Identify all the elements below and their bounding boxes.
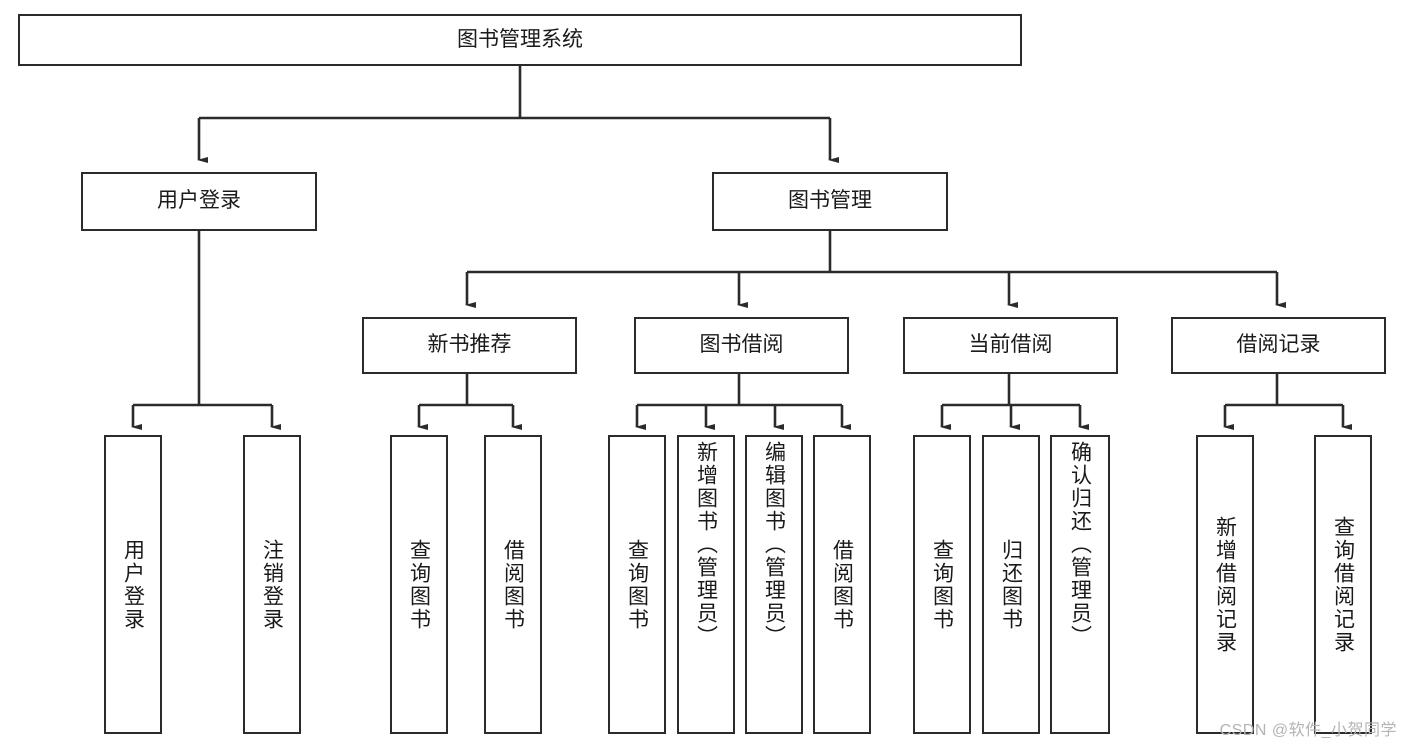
node-book-management-label: 图书管理 xyxy=(788,189,872,213)
node-current-borrow-label: 当前借阅 xyxy=(968,333,1053,357)
leaf-borrow-book-1-label: 借阅图书 xyxy=(501,538,525,631)
node-user-login[interactable]: 用户登录 xyxy=(81,172,317,231)
leaf-query-book-2-label: 查询图书 xyxy=(625,538,649,631)
leaf-query-book-3-label: 查询图书 xyxy=(930,538,954,631)
node-user-login-label: 用户登录 xyxy=(157,189,241,213)
node-current-borrow[interactable]: 当前借阅 xyxy=(903,317,1118,374)
node-borrow-record-label: 借阅记录 xyxy=(1236,333,1321,357)
node-book-management[interactable]: 图书管理 xyxy=(712,172,948,231)
leaf-user-login-label: 用户登录 xyxy=(121,538,145,631)
leaf-return-book[interactable]: 归还图书 xyxy=(982,435,1040,734)
leaf-query-record[interactable]: 查询借阅记录 xyxy=(1314,435,1372,734)
leaf-confirm-return-label: 确认归还（管理员） xyxy=(1068,441,1092,648)
node-root-label: 图书管理系统 xyxy=(457,27,583,51)
leaf-add-book[interactable]: 新增图书（管理员） xyxy=(677,435,735,734)
node-book-borrow[interactable]: 图书借阅 xyxy=(634,317,849,374)
leaf-confirm-return[interactable]: 确认归还（管理员） xyxy=(1050,435,1110,734)
leaf-query-book-1-label: 查询图书 xyxy=(407,538,431,631)
leaf-add-record-label: 新增借阅记录 xyxy=(1213,515,1237,654)
node-new-book-recommend[interactable]: 新书推荐 xyxy=(362,317,577,374)
node-book-borrow-label: 图书借阅 xyxy=(699,333,784,357)
leaf-logout-login-label: 注销登录 xyxy=(260,538,284,631)
leaf-query-book-1[interactable]: 查询图书 xyxy=(390,435,448,734)
leaf-borrow-book-2[interactable]: 借阅图书 xyxy=(813,435,871,734)
leaf-borrow-book-2-label: 借阅图书 xyxy=(830,538,854,631)
leaf-add-record[interactable]: 新增借阅记录 xyxy=(1196,435,1254,734)
leaf-query-book-3[interactable]: 查询图书 xyxy=(913,435,971,734)
leaf-logout-login[interactable]: 注销登录 xyxy=(243,435,301,734)
leaf-edit-book-label: 编辑图书（管理员） xyxy=(762,441,786,648)
node-borrow-record[interactable]: 借阅记录 xyxy=(1171,317,1386,374)
leaf-edit-book[interactable]: 编辑图书（管理员） xyxy=(745,435,803,734)
leaf-add-book-label: 新增图书（管理员） xyxy=(694,441,718,648)
leaf-borrow-book-1[interactable]: 借阅图书 xyxy=(484,435,542,734)
leaf-query-book-2[interactable]: 查询图书 xyxy=(608,435,666,734)
node-root[interactable]: 图书管理系统 xyxy=(18,14,1022,66)
leaf-user-login[interactable]: 用户登录 xyxy=(104,435,162,734)
node-new-book-recommend-label: 新书推荐 xyxy=(427,333,512,357)
leaf-return-book-label: 归还图书 xyxy=(999,538,1023,631)
leaf-query-record-label: 查询借阅记录 xyxy=(1331,515,1355,654)
